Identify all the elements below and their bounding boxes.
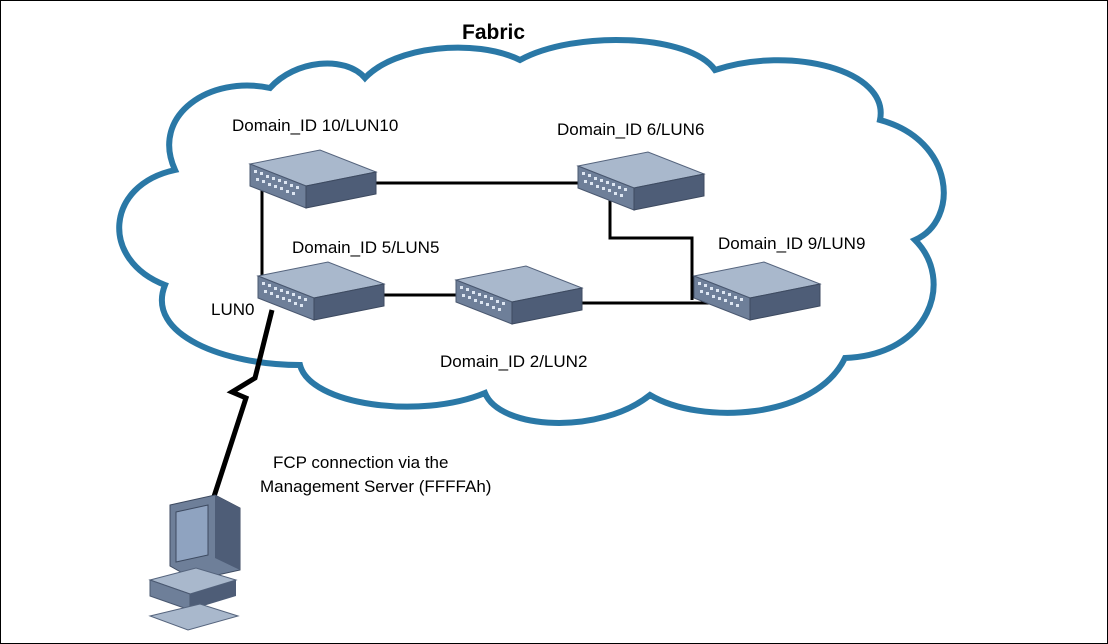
link-sw6-sw9 — [608, 192, 694, 300]
label-domain-10: Domain_ID 10/LUN10 — [232, 116, 398, 135]
label-lun0: LUN0 — [211, 300, 254, 319]
label-domain-6: Domain_ID 6/LUN6 — [557, 120, 704, 139]
label-domain-2: Domain_ID 2/LUN2 — [440, 352, 587, 371]
connection-label-line1: FCP connection via the — [273, 453, 448, 472]
fcp-connection-bolt — [205, 309, 275, 516]
label-domain-9: Domain_ID 9/LUN9 — [718, 234, 865, 253]
computer-icon — [148, 494, 241, 631]
diagram-title: Fabric — [462, 21, 525, 44]
fabric-cloud — [116, 37, 947, 426]
connection-label-line2: Management Server (FFFFAh) — [260, 477, 491, 496]
label-domain-5: Domain_ID 5/LUN5 — [292, 238, 439, 257]
